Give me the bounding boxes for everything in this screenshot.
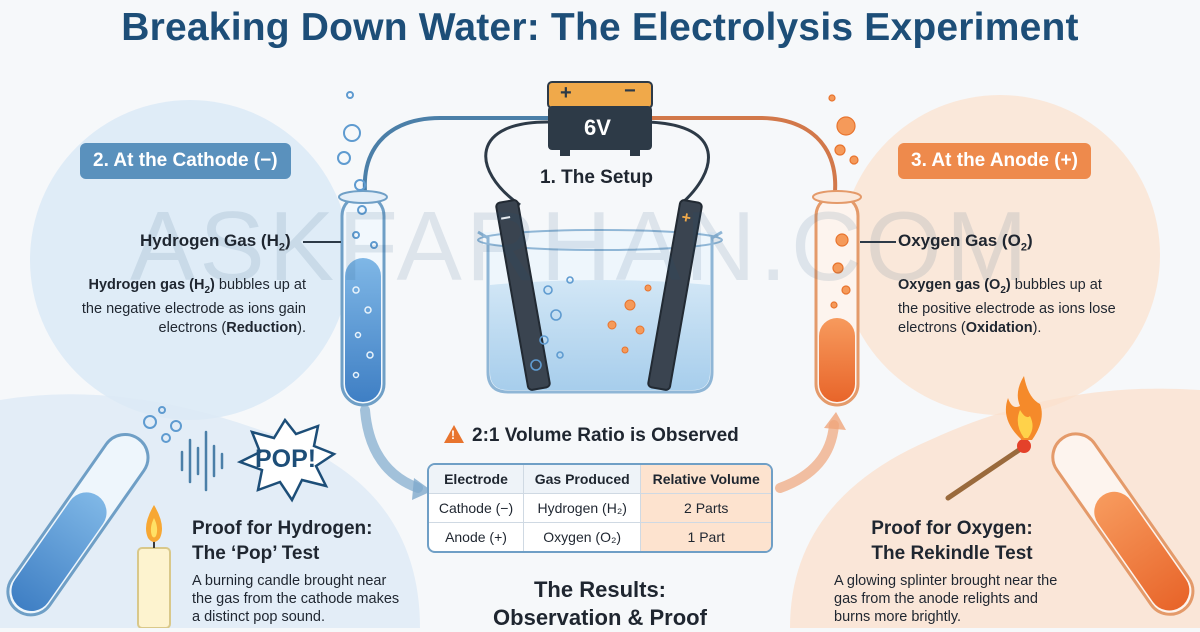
- oxygen-gas-label: Oxygen Gas (O2): [898, 231, 1033, 254]
- ratio-heading: !2:1 Volume Ratio is Observed: [444, 425, 739, 447]
- hydrogen-proof-tube: [6, 432, 150, 617]
- cathode-to-table-arrow: [360, 405, 423, 493]
- glowing-splint-icon: [945, 376, 1042, 501]
- table-cell: 1 Part: [641, 523, 771, 551]
- table-cell: 2 Parts: [641, 494, 771, 523]
- hydrogen-rising-bubbles: [337, 91, 378, 249]
- cathode-description: Hydrogen gas (H2) bubbles up at the nega…: [81, 277, 306, 336]
- table-header-row: Electrode Gas Produced Relative Volume: [429, 465, 771, 494]
- column-header-electrode: Electrode: [429, 465, 524, 494]
- cathode-heading: 2. At the Cathode (−): [80, 143, 291, 179]
- battery-plus-terminal: +: [560, 82, 572, 104]
- hydrogen-tube-bubbles: [352, 286, 374, 379]
- warning-icon: !: [444, 425, 464, 443]
- cathode-electrode: −: [495, 199, 551, 391]
- table-cell: Oxygen (O₂): [524, 523, 642, 551]
- oxygen-rising-bubbles: [828, 94, 859, 309]
- table-row: Anode (+) Oxygen (O₂) 1 Part: [429, 523, 771, 551]
- watermark: ASKFARHAN.COM: [130, 191, 1032, 301]
- oxygen-collection-tube: [812, 190, 862, 407]
- column-header-gas: Gas Produced: [524, 465, 642, 494]
- oxygen-proof-description: A glowing splinter brought near the gas …: [834, 573, 1058, 625]
- beaker-hydrogen-bubbles: [530, 276, 574, 371]
- setup-label: 1. The Setup: [540, 167, 653, 188]
- cathode-background-blob: [30, 100, 350, 420]
- electrode-wire-right: [647, 120, 710, 207]
- hydrogen-proof-description: A burning candle brought near the gas fr…: [192, 573, 400, 625]
- electrode-wire-left: [484, 120, 553, 207]
- pop-burst-icon: [236, 417, 337, 503]
- column-header-volume: Relative Volume: [641, 465, 771, 494]
- hydrogen-label-leader: [303, 241, 341, 243]
- anode-description: Oxygen gas (O2) bubbles up at the positi…: [898, 277, 1116, 336]
- sound-wave-icon: [180, 430, 224, 492]
- pop-bubbles: [143, 406, 182, 443]
- table-cell: Hydrogen (H₂): [524, 494, 642, 523]
- oxygen-proof-title: Proof for Oxygen: The Rekindle Test: [871, 518, 1033, 564]
- page-title: Breaking Down Water: The Electrolysis Ex…: [121, 6, 1079, 49]
- oxygen-proof-tube: [1051, 432, 1195, 616]
- anode-electrode: +: [647, 199, 703, 391]
- svg-text:−: −: [499, 207, 513, 229]
- table-cell: Cathode (−): [429, 494, 524, 523]
- oxygen-label-leader: [860, 241, 896, 243]
- table-to-anode-arrow: [775, 420, 839, 493]
- svg-text:+: +: [680, 209, 692, 227]
- anode-heading: 3. At the Anode (+): [898, 143, 1091, 179]
- table-cell: Anode (+): [429, 523, 524, 551]
- battery-voltage: 6V: [584, 115, 611, 140]
- hydrogen-gas-label: Hydrogen Gas (H2): [140, 231, 291, 254]
- results-heading: The Results: Observation & Proof: [493, 577, 707, 630]
- battery-minus-terminal: −: [624, 80, 636, 102]
- candle-icon: [137, 505, 171, 628]
- volume-ratio-table: Electrode Gas Produced Relative Volume C…: [427, 463, 773, 553]
- pop-text: POP!: [255, 445, 317, 473]
- hydrogen-proof-title: Proof for Hydrogen: The ‘Pop’ Test: [192, 518, 373, 564]
- battery-icon: [547, 81, 653, 156]
- beaker-oxygen-bubbles: [607, 284, 652, 354]
- table-row: Cathode (−) Hydrogen (H₂) 2 Parts: [429, 494, 771, 523]
